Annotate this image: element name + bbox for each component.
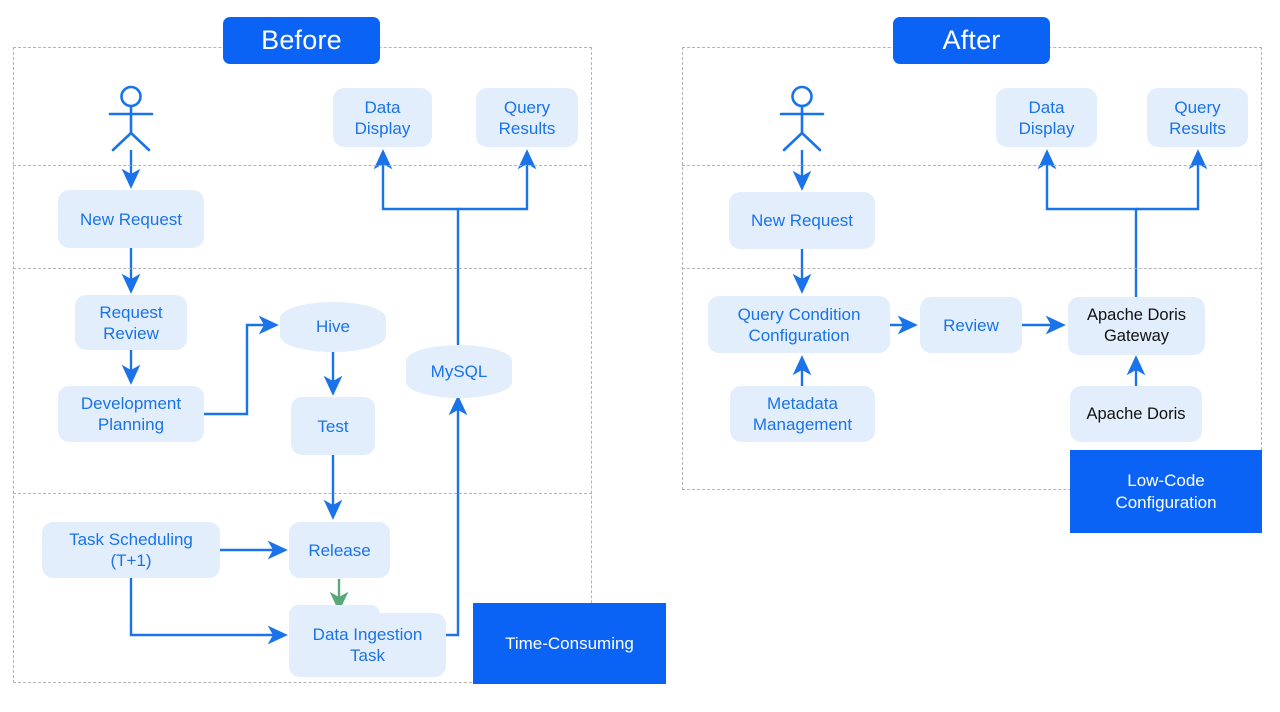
after-divider-1 <box>682 165 1262 166</box>
hive-cylinder-shape <box>280 302 386 352</box>
after-callout-line2: Configuration <box>1115 492 1217 512</box>
before-node-data-ingestion-task[interactable]: Data Ingestion Task <box>289 605 446 677</box>
before-node-task-scheduling-line2: (T+1) <box>110 551 152 570</box>
before-node-development-planning[interactable]: Development Planning <box>58 386 204 442</box>
after-node-query-condition-line2: Configuration <box>748 325 850 345</box>
before-node-data-display[interactable]: Data Display <box>333 88 432 147</box>
after-node-query-results-line1: Query <box>1174 97 1221 117</box>
before-node-mysql-label: MySQL <box>430 361 488 381</box>
before-node-data-ingestion-line2: Task <box>350 646 385 665</box>
before-node-release[interactable]: Release <box>289 522 390 578</box>
folder-body-shape <box>289 613 446 677</box>
after-node-data-display-line2: Display <box>1018 118 1075 138</box>
after-node-review[interactable]: Review <box>920 297 1022 353</box>
before-node-data-display-line1: Data <box>364 97 401 117</box>
before-node-test[interactable]: Test <box>291 397 375 455</box>
after-title-badge: After <box>893 17 1050 64</box>
after-callout-low-code-configuration: Low-Code Configuration <box>1070 450 1262 533</box>
before-node-request-review[interactable]: Request Review <box>75 295 187 350</box>
before-node-task-scheduling-line1: Task Scheduling <box>69 530 193 549</box>
before-node-query-results[interactable]: Query Results <box>476 88 578 147</box>
after-node-metadata-line2: Management <box>752 415 853 434</box>
after-node-query-results[interactable]: Query Results <box>1147 88 1248 147</box>
after-node-query-results-line2: Results <box>1169 118 1226 138</box>
before-node-mysql[interactable]: MySQL <box>406 345 512 398</box>
after-node-query-condition-configuration[interactable]: Query Condition Configuration <box>708 296 890 353</box>
before-node-data-ingestion-task-text: Data Ingestion Task <box>289 613 446 677</box>
before-node-request-review-line1: Request <box>99 302 163 322</box>
before-callout-time-consuming: Time-Consuming <box>473 603 666 684</box>
after-node-metadata-management[interactable]: Metadata Management <box>730 386 875 442</box>
after-divider-2 <box>682 268 1262 269</box>
before-divider-1 <box>13 165 592 166</box>
before-node-task-scheduling[interactable]: Task Scheduling (T+1) <box>42 522 220 578</box>
before-node-query-results-line2: Results <box>498 118 556 138</box>
after-node-apache-doris-gateway[interactable]: Apache Doris Gateway <box>1068 297 1205 355</box>
before-node-new-request[interactable]: New Request <box>58 190 204 248</box>
before-node-query-results-line1: Query <box>503 97 551 117</box>
before-node-hive[interactable]: Hive <box>280 302 386 352</box>
after-node-query-condition-line1: Query Condition <box>737 304 861 324</box>
before-divider-3 <box>13 493 592 494</box>
after-node-doris-gateway-line1: Apache Doris <box>1086 306 1187 324</box>
before-title-badge: Before <box>223 17 380 64</box>
before-node-data-ingestion-line1: Data Ingestion <box>312 625 423 644</box>
after-node-doris-gateway-line2: Gateway <box>1103 327 1170 345</box>
mysql-cylinder-shape <box>406 345 512 398</box>
after-node-metadata-line1: Metadata <box>767 394 838 413</box>
before-node-development-planning-line2: Planning <box>97 415 165 434</box>
before-node-data-display-line2: Display <box>354 118 411 138</box>
before-node-hive-label: Hive <box>315 317 350 336</box>
after-node-data-display-line1: Data <box>1028 97 1065 117</box>
before-divider-2 <box>13 268 592 269</box>
before-node-request-review-line2: Review <box>103 323 159 343</box>
after-node-apache-doris[interactable]: Apache Doris <box>1070 386 1202 442</box>
after-callout-line1: Low-Code <box>1127 470 1205 490</box>
before-node-development-planning-line1: Development <box>80 394 182 413</box>
after-node-new-request[interactable]: New Request <box>729 192 875 249</box>
after-node-data-display[interactable]: Data Display <box>996 88 1097 147</box>
